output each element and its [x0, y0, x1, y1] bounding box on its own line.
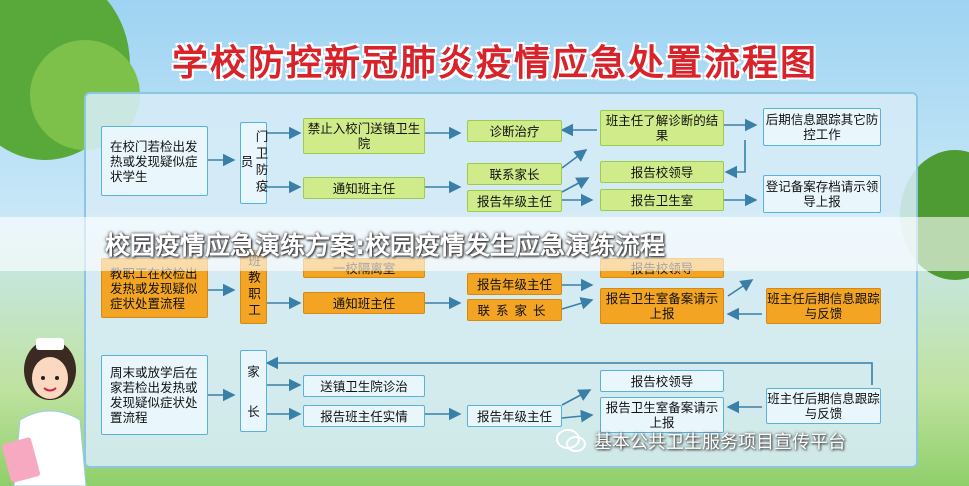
followup-tracking-node: 后期信息跟踪其它防控工作	[763, 108, 881, 146]
report-grade-head-node-3: 报告年级主任	[467, 405, 562, 427]
report-grade-head-node-1: 报告年级主任	[467, 190, 562, 212]
parent-node: 家 长	[240, 350, 267, 432]
register-filing-label: 登记备案存档请示领导上报	[765, 179, 879, 209]
report-grade-head-label-2: 报告年级主任	[476, 276, 552, 292]
teacher-learns-result-node: 班主任了解诊断的结果	[600, 110, 724, 146]
page-title: 学校防控新冠肺炎疫情应急处置流程图	[171, 43, 818, 84]
report-grade-head-label-1: 报告年级主任	[476, 193, 552, 209]
report-school-leader-label-3: 报告校领导	[630, 373, 694, 389]
register-filing-node: 登记备案存档请示领导上报	[763, 175, 881, 213]
notify-teacher-node-1: 通知班主任	[303, 177, 425, 199]
report-teacher-facts-node: 报告班主任实情	[303, 405, 425, 427]
watermark-text: 基本公共卫生服务项目宣传平台	[594, 432, 846, 453]
caption-text: 校园疫情应急演练方案:校园疫情发生应急演练流程	[105, 231, 665, 260]
report-health-room-node-1: 报告卫生室	[600, 189, 724, 211]
report-grade-head-label-3: 报告年级主任	[476, 408, 552, 424]
contact-parents-node-1: 联系家长	[467, 163, 562, 185]
clinic-visit-label: 送镇卫生院诊治	[320, 378, 408, 394]
report-health-room-label-2: 报告卫生室备案请示上报	[605, 291, 719, 321]
staff-symptoms-label: 教职工在校检出发热或发现疑似症状处置流程	[110, 265, 198, 311]
wechat-icon	[556, 429, 586, 452]
caption-band	[0, 217, 969, 271]
report-health-room-node-2: 报告卫生室备案请示上报	[600, 288, 724, 324]
report-health-room-node-3: 报告卫生室备案请示上报	[600, 397, 724, 433]
report-grade-head-node-2: 报告年级主任	[467, 273, 562, 295]
gatekeeper-node: 门卫防疫员	[238, 122, 269, 204]
contact-parents-label-2: 联系家长	[477, 302, 552, 318]
notify-teacher-label-1: 通知班主任	[332, 180, 396, 196]
notify-teacher-label-2: 通知班主任	[332, 295, 396, 311]
nurse-illustration	[2, 338, 87, 486]
report-school-leader-node-3: 报告校领导	[600, 370, 724, 392]
parent-label-2: 长	[247, 403, 260, 419]
bar-entry-label: 禁止入校门送镇卫生院	[307, 121, 421, 151]
teacher-followup-label-2: 班主任后期信息跟踪与反馈	[767, 291, 880, 321]
teacher-followup-node-2: 班主任后期信息跟踪与反馈	[766, 288, 881, 324]
notify-teacher-node-2: 通知班主任	[303, 292, 425, 314]
report-health-room-label-1: 报告卫生室	[630, 192, 694, 208]
followup-tracking-label: 后期信息跟踪其它防控工作	[765, 112, 879, 142]
report-school-leader-label-1: 报告校领导	[630, 164, 694, 180]
weekend-symptoms-source: 周末或放学后在家若检出发热或发现疑似症状处置流程	[101, 355, 208, 435]
report-teacher-facts-label: 报告班主任实情	[320, 408, 408, 424]
diagnosis-node: 诊断治疗	[467, 120, 562, 142]
parent-label-1: 家	[247, 363, 260, 379]
student-symptoms-label: 在校门若检出发热或发现疑似症状学生	[110, 138, 198, 184]
bar-entry-node: 禁止入校门送镇卫生院	[303, 118, 425, 154]
teacher-followup-label-3: 班主任后期信息跟踪与反馈	[767, 391, 880, 421]
contact-parents-label-1: 联系家长	[489, 166, 540, 182]
teacher-learns-result-label: 班主任了解诊断的结果	[605, 113, 719, 143]
gatekeeper-label: 门卫防疫员	[238, 130, 269, 196]
weekend-symptoms-label: 周末或放学后在家若检出发热或发现疑似症状处置流程	[110, 365, 198, 425]
report-school-leader-node-1: 报告校领导	[600, 161, 724, 183]
teacher-followup-node-3: 班主任后期信息跟踪与反馈	[766, 388, 881, 424]
clinic-visit-node: 送镇卫生院诊治	[303, 375, 425, 397]
diagnosis-label: 诊断治疗	[489, 123, 540, 139]
watermark: 基本公共卫生服务项目宣传平台	[556, 428, 846, 454]
contact-parents-node-2: 联系家长	[467, 299, 562, 321]
student-symptoms-source: 在校门若检出发热或发现疑似症状学生	[101, 126, 208, 196]
report-health-room-label-3: 报告卫生室备案请示上报	[605, 400, 719, 430]
